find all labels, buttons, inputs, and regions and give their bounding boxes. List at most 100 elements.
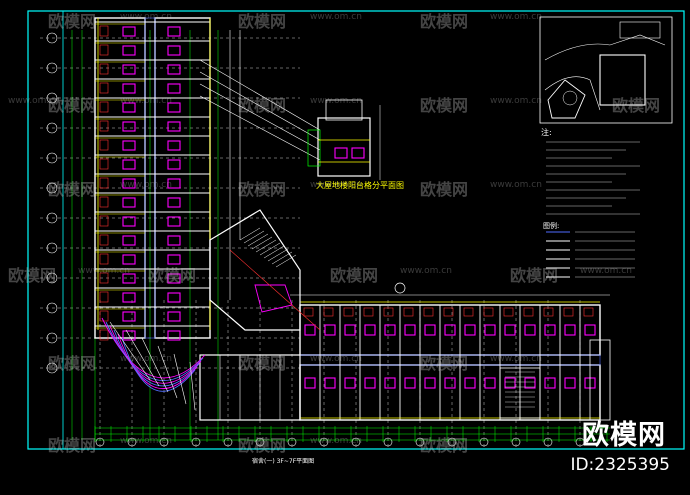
- watermark-url: www.om.cn: [490, 96, 542, 106]
- watermark-url: www.om.cn: [120, 354, 172, 364]
- radial-line: [125, 329, 160, 387]
- bathroom-fixture: [122, 311, 136, 322]
- curved-facade: [117, 333, 198, 389]
- bathroom-fixture: [167, 26, 181, 37]
- radial-line: [141, 337, 169, 393]
- bathroom-fixture: [524, 324, 536, 336]
- bathroom-fixture: [167, 254, 181, 265]
- bathroom-fixture: [167, 121, 181, 132]
- bathroom-fixture: [167, 178, 181, 189]
- watermark-logo: 欧模网: [148, 266, 197, 285]
- grid-bubble: [415, 437, 425, 447]
- watermark-url: www.om.cn: [120, 436, 172, 446]
- furniture: [99, 63, 109, 75]
- watermark-url: www.om.cn: [120, 180, 172, 190]
- notes-heading: 注:: [541, 128, 552, 137]
- grid-bubble: [319, 437, 329, 447]
- bathroom-fixture: [364, 324, 376, 336]
- bathroom-fixture: [504, 324, 516, 336]
- site-building: [599, 54, 646, 106]
- furniture: [463, 307, 474, 317]
- grid-bubble: [46, 92, 58, 104]
- bathroom-fixture: [167, 273, 181, 284]
- bathroom-fixture: [484, 324, 496, 336]
- bathroom-fixture: [384, 377, 396, 389]
- detail-part: [307, 129, 321, 167]
- watermark-logo: 欧模网: [612, 96, 661, 115]
- curved-facade: [101, 317, 206, 379]
- watermark-logo: 欧模网: [238, 180, 287, 199]
- bathroom-fixture: [122, 197, 136, 208]
- bathroom-fixture: [122, 159, 136, 170]
- detail-fixture: [334, 147, 348, 159]
- bathroom-fixture: [167, 45, 181, 56]
- stair-tread: [271, 251, 293, 265]
- grid-bubble: [159, 437, 169, 447]
- bathroom-fixture: [122, 83, 136, 94]
- furniture: [99, 25, 109, 37]
- detail-fixture: [351, 147, 365, 159]
- grid-bubble: [46, 152, 58, 164]
- furniture: [423, 307, 434, 317]
- watermark-url: www.om.cn: [120, 96, 172, 106]
- bathroom-fixture: [364, 377, 376, 389]
- bathroom-fixture: [504, 377, 516, 389]
- grid-bubble: [447, 437, 457, 447]
- bathroom-fixture: [344, 324, 356, 336]
- furniture: [99, 215, 109, 227]
- furniture: [99, 177, 109, 189]
- furniture: [583, 307, 594, 317]
- curved-facade: [121, 337, 196, 392]
- watermark-logo: 欧模网: [48, 96, 97, 115]
- curved-facade: [109, 325, 202, 384]
- bathroom-fixture: [424, 324, 436, 336]
- grid-bubble: [223, 437, 233, 447]
- watermark-logo: 欧模网: [420, 436, 469, 455]
- stair-block: [499, 367, 541, 419]
- bathroom-fixture: [544, 377, 556, 389]
- watermark-logo: 欧模网: [420, 96, 469, 115]
- bathroom-fixture: [122, 330, 136, 341]
- furniture: [303, 307, 314, 317]
- radial-line: [173, 353, 187, 405]
- bathroom-fixture: [167, 216, 181, 227]
- watermark-logo: 欧模网: [8, 266, 57, 285]
- grid-bubble: [46, 332, 58, 344]
- bathroom-fixture: [424, 377, 436, 389]
- watermark-url: www.om.cn: [310, 96, 362, 106]
- radial-line: [109, 321, 151, 381]
- bathroom-fixture: [167, 330, 181, 341]
- stair-tread: [275, 254, 297, 268]
- bathroom-fixture: [564, 324, 576, 336]
- site-feature: [562, 90, 578, 106]
- corridor: [144, 17, 156, 339]
- furniture: [99, 101, 109, 113]
- bathroom-fixture: [122, 178, 136, 189]
- bathroom-fixture: [122, 45, 136, 56]
- bathroom-fixture: [524, 377, 536, 389]
- stair-tread: [255, 239, 277, 253]
- grid-bubble: [351, 437, 361, 447]
- grid-bubble: [46, 272, 58, 284]
- bathroom-fixture: [464, 377, 476, 389]
- furniture: [323, 307, 334, 317]
- stair-tread: [263, 245, 285, 259]
- watermark-url: www.om.cn: [490, 354, 542, 364]
- grid-bubble: [127, 437, 137, 447]
- grid-bubble: [479, 437, 489, 447]
- bathroom-fixture: [167, 311, 181, 322]
- bathroom-fixture: [122, 216, 136, 227]
- furniture: [483, 307, 494, 317]
- bathroom-fixture: [304, 324, 316, 336]
- bathroom-fixture: [122, 254, 136, 265]
- bathroom-fixture: [122, 235, 136, 246]
- furniture: [343, 307, 354, 317]
- bathroom-fixture: [484, 377, 496, 389]
- grid-bubble: [191, 437, 201, 447]
- watermark-logo: 欧模网: [48, 436, 97, 455]
- leader-line: [199, 95, 321, 161]
- site-building: [547, 79, 586, 119]
- bathroom-fixture: [167, 235, 181, 246]
- leader-line: [199, 59, 321, 131]
- stair-tread: [259, 242, 281, 256]
